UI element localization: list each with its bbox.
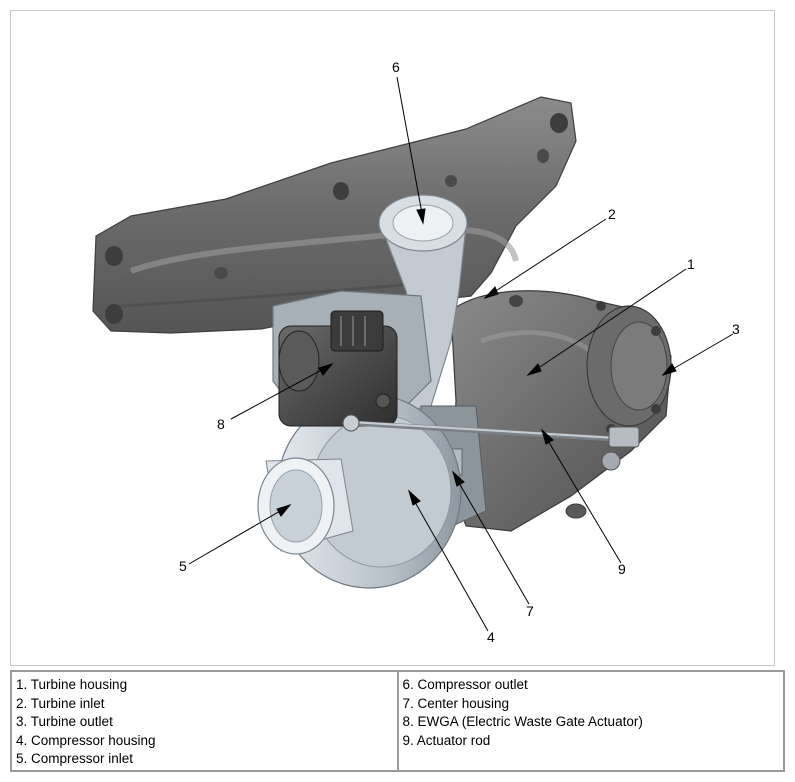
legend-item: 8. EWGA (Electric Waste Gate Actuator) bbox=[402, 714, 643, 730]
callout-4: 4 bbox=[487, 629, 495, 645]
callout-9: 9 bbox=[618, 561, 626, 577]
callout-7: 7 bbox=[526, 603, 534, 619]
ewga-actuator bbox=[278, 310, 398, 427]
legend-item: 9. Actuator rod bbox=[402, 732, 491, 748]
callout-8: 8 bbox=[217, 416, 225, 432]
turbine-housing bbox=[450, 290, 672, 532]
legend-table: 1. Turbine housing 2. Turbine inlet 3. T… bbox=[10, 670, 785, 772]
callout-5: 5 bbox=[179, 558, 187, 574]
callout-6: 6 bbox=[392, 59, 400, 75]
legend-item: 6. Compressor outlet bbox=[402, 677, 528, 692]
legend-item: 2. Turbine inlet bbox=[16, 695, 105, 711]
legend-column-right: 6. Compressor outlet 7. Center housing 8… bbox=[396, 670, 785, 772]
legend-item: 7. Center housing bbox=[402, 695, 510, 711]
callout-2: 2 bbox=[608, 206, 616, 222]
legend-item: 3. Turbine outlet bbox=[16, 714, 113, 730]
actuator-rod bbox=[342, 414, 640, 471]
callout-1: 1 bbox=[687, 256, 695, 272]
legend-item: 5. Compressor inlet bbox=[16, 751, 134, 767]
leader-lines bbox=[188, 76, 734, 632]
callout-3: 3 bbox=[732, 321, 740, 337]
legend-item: 1. Turbine housing bbox=[16, 677, 128, 692]
compressor-inlet bbox=[257, 457, 354, 555]
legend-item: 4. Compressor housing bbox=[16, 732, 156, 748]
legend-column-left: 1. Turbine housing 2. Turbine inlet 3. T… bbox=[10, 670, 399, 772]
turbocharger-illustration: 1 2 3 4 5 6 7 8 9 bbox=[10, 10, 775, 666]
callout-labels: 1 2 3 4 5 6 7 8 9 bbox=[179, 59, 740, 645]
